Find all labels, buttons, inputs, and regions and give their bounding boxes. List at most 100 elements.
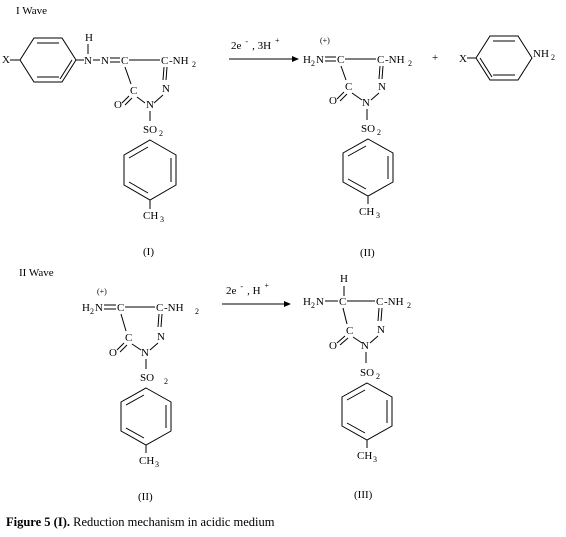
o-atom: O — [114, 99, 122, 111]
caption-figure-number: Figure 5 (I). — [6, 515, 70, 529]
o-atom: O — [329, 95, 337, 107]
compound-2: (+) H 2 N C C -NH 2 C N O N SO 2 CH 3 (I… — [303, 36, 412, 259]
superscript: + — [265, 281, 270, 290]
benzene-ring — [19, 37, 77, 83]
c-atom: C — [377, 54, 384, 66]
reaction-arrow-1: 2e - , 3H + — [229, 31, 299, 62]
plus-sign: + — [432, 52, 438, 64]
c-atom: C — [337, 54, 344, 66]
toluene-ring — [120, 387, 172, 446]
subscript: 2 — [408, 59, 412, 68]
n-atom: N — [157, 331, 165, 343]
arrow-1-reagents: 2e - , 3H + — [231, 31, 280, 53]
c-atom: C — [130, 85, 137, 97]
c-atom: C — [339, 296, 346, 308]
caption-text: Reduction mechanism in acidic medium — [70, 515, 275, 529]
sulfonyl: SO — [361, 123, 375, 135]
methyl-group: CH — [139, 455, 154, 467]
subscript: 2 — [90, 307, 94, 316]
n-atom: N — [377, 324, 385, 336]
h-atom: H — [340, 273, 348, 285]
aniline-product: X NH 2 — [459, 35, 555, 81]
amino-group: -NH — [385, 54, 405, 66]
arrow-2-reagents: 2e - , H + — [226, 276, 270, 298]
reaction-arrow-2: 2e - , H + — [222, 276, 291, 307]
positive-charge: (+) — [97, 287, 107, 296]
subscript: 3 — [155, 460, 159, 469]
subscript: 2 — [311, 59, 315, 68]
subscript: 3 — [160, 215, 164, 224]
n-atom: N — [316, 54, 324, 66]
n-atom: N — [378, 81, 386, 93]
amino-group: -NH — [169, 55, 189, 67]
c-atom: C — [121, 55, 128, 67]
wave-2-label: II Wave — [19, 267, 54, 279]
n-atom: N — [362, 97, 370, 109]
c-atom: C — [117, 302, 124, 314]
subscript: 2 — [377, 128, 381, 137]
arrow-2-protons: , H — [247, 285, 261, 297]
positive-charge: (+) — [320, 36, 330, 45]
benzene-ring — [475, 35, 533, 81]
o-atom: O — [329, 340, 337, 352]
toluene-ring — [123, 139, 177, 201]
c-atom: C — [345, 81, 352, 93]
toluene-ring — [341, 382, 393, 441]
amine-group: NH — [533, 48, 549, 60]
n-atom: N — [162, 83, 170, 95]
x-substituent: X — [2, 54, 10, 66]
figure-caption: Figure 5 (I). Reduction mechanism in aci… — [6, 515, 274, 530]
sulfonyl: SO — [143, 124, 157, 136]
n-atom: N — [361, 340, 369, 352]
subscript: 2 — [164, 377, 168, 386]
n-atom: N — [141, 347, 149, 359]
n-atom: N — [95, 302, 103, 314]
compound-label-II: (II) — [360, 247, 375, 259]
hydrogen: H — [303, 296, 311, 308]
compound-label-II: (II) — [138, 491, 153, 503]
arrow-1-electrons: 2e — [231, 40, 242, 52]
c-atom: C — [376, 296, 383, 308]
n-atom: N — [146, 99, 154, 111]
wave-1-label: I Wave — [16, 5, 47, 17]
c-atom: C — [125, 332, 132, 344]
arrow-2-electrons: 2e — [226, 285, 237, 297]
subscript: 3 — [373, 455, 377, 464]
subscript: 2 — [311, 301, 315, 310]
hydrogen: H — [82, 302, 90, 314]
arrow-1-protons: , 3H — [252, 40, 271, 52]
hydrogen: H — [303, 54, 311, 66]
methyl-group: CH — [143, 210, 158, 222]
subscript: 2 — [551, 53, 555, 62]
subscript: 2 — [376, 372, 380, 381]
compound-2-wave-2: (+) H 2 N C C -NH 2 C N O N SO 2 CH 3 (I… — [82, 287, 199, 503]
toluene-ring — [342, 138, 394, 197]
n-atom: N — [84, 55, 92, 67]
c-atom: C — [156, 302, 163, 314]
x-substituent: X — [459, 53, 467, 65]
subscript: 3 — [376, 211, 380, 220]
h-atom: H — [85, 32, 93, 44]
methyl-group: CH — [359, 206, 374, 218]
c-atom: C — [161, 55, 168, 67]
subscript: 2 — [195, 307, 199, 316]
o-atom: O — [109, 347, 117, 359]
amino-group: -NH — [164, 302, 184, 314]
superscript: + — [275, 36, 280, 45]
amino-group: -NH — [384, 296, 404, 308]
compound-3: H H 2 N C C -NH 2 C N O N SO 2 CH 3 (III… — [303, 273, 411, 501]
subscript: 2 — [407, 301, 411, 310]
c-atom: C — [346, 325, 353, 337]
compound-label-III: (III) — [354, 489, 373, 501]
subscript: 2 — [159, 129, 163, 138]
superscript: - — [245, 37, 248, 46]
subscript: 2 — [192, 60, 196, 69]
superscript: - — [240, 282, 243, 291]
compound-1: X H N N C C -NH 2 C N O N SO 2 — [2, 32, 196, 258]
compound-label-I: (I) — [143, 246, 154, 258]
sulfonyl: SO — [140, 372, 154, 384]
n-atom: N — [316, 296, 324, 308]
n-atom: N — [101, 55, 109, 67]
